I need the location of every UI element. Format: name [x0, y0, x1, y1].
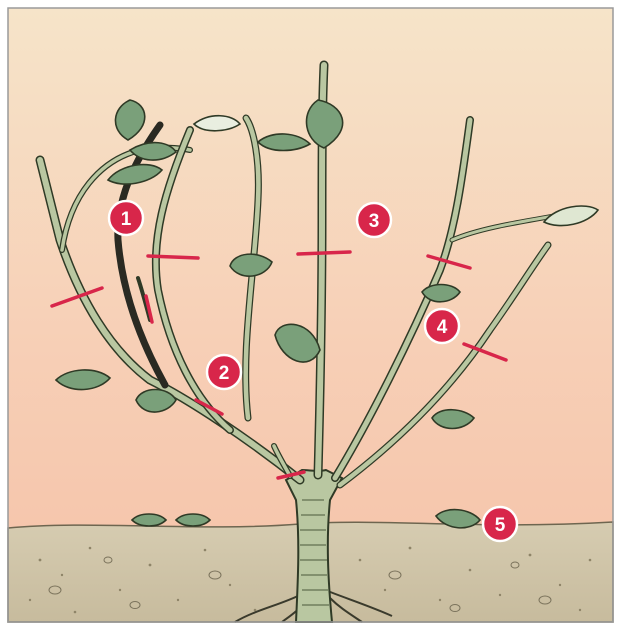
cut-mark — [148, 256, 198, 258]
leaf — [132, 514, 166, 526]
marker-4: 4 — [425, 309, 459, 343]
marker-4-label: 4 — [437, 317, 448, 338]
marker-1-label: 1 — [121, 209, 132, 230]
marker-5-label: 5 — [495, 515, 506, 536]
marker-2: 2 — [207, 355, 241, 389]
marker-2-label: 2 — [219, 363, 230, 384]
marker-3: 3 — [357, 203, 391, 237]
leaf — [176, 514, 210, 526]
marker-3-label: 3 — [369, 211, 380, 232]
marker-5: 5 — [483, 507, 517, 541]
cut-mark — [298, 252, 350, 254]
marker-1: 1 — [109, 201, 143, 235]
